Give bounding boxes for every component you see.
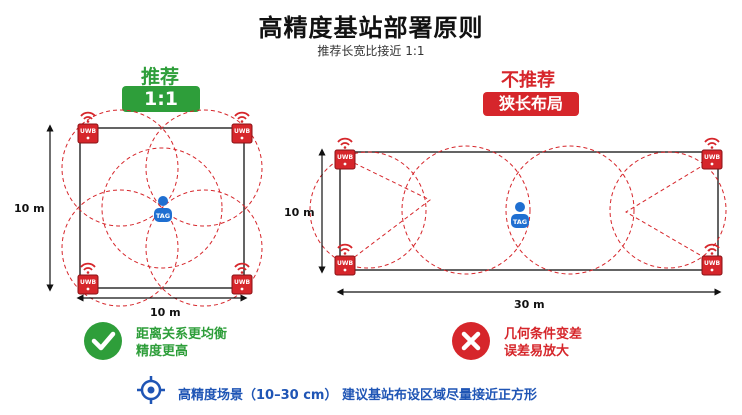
not-recommended-label: 不推荐 [501, 70, 555, 91]
elongated-boundary [339, 151, 719, 271]
elongated-width-label: 30 m [514, 298, 545, 311]
square-width-label: 10 m [150, 306, 181, 319]
anchor-label: UWB [337, 154, 353, 161]
elongated-range-circles [309, 145, 727, 275]
tag-person-icon [154, 196, 172, 222]
not-recommended-layout-badge: 狭长布局 [483, 92, 579, 116]
anchor-label: UWB [704, 260, 720, 267]
anchor-label: UWB [80, 279, 96, 286]
benefit-text: 距离关系更均衡 精度更高 [136, 326, 227, 360]
footer-recommendation: 高精度场景（10–30 cm） 建议基站布设区域尽量接近正方形 [178, 388, 537, 403]
anchor-label: UWB [234, 279, 250, 286]
anchor-label: UWB [234, 128, 250, 135]
elongated-height-label: 10 m [284, 206, 315, 219]
tag-label: TAG [513, 218, 527, 226]
drawback-line-2: 误差易放大 [504, 344, 570, 359]
recommended-ratio-badge: 1:1 [122, 86, 200, 112]
recommended-label: 推荐 [140, 66, 179, 88]
square-height-label: 10 m [14, 202, 45, 215]
drawback-line-1: 几何条件变差 [504, 327, 583, 342]
cross-icon [452, 322, 490, 360]
tag-label: TAG [156, 212, 170, 220]
drawback-text: 几何条件变差 误差易放大 [504, 326, 582, 360]
benefit-line-2: 精度更高 [136, 344, 189, 359]
elongated-layout [309, 137, 727, 296]
page-title: 高精度基站部署原则 [258, 14, 484, 42]
page-subtitle: 推荐长宽比接近 1:1 [317, 44, 425, 58]
anchor-label: UWB [704, 154, 720, 161]
tag-person-icon-right [511, 202, 529, 228]
check-icon [84, 322, 122, 360]
anchor-label: UWB [337, 260, 353, 267]
benefit-line-1: 距离关系更均衡 [136, 327, 228, 342]
square-layout [46, 109, 263, 307]
square-range-circles [61, 109, 263, 307]
crosshair-icon [137, 376, 165, 408]
anchor-label: UWB [80, 128, 96, 135]
